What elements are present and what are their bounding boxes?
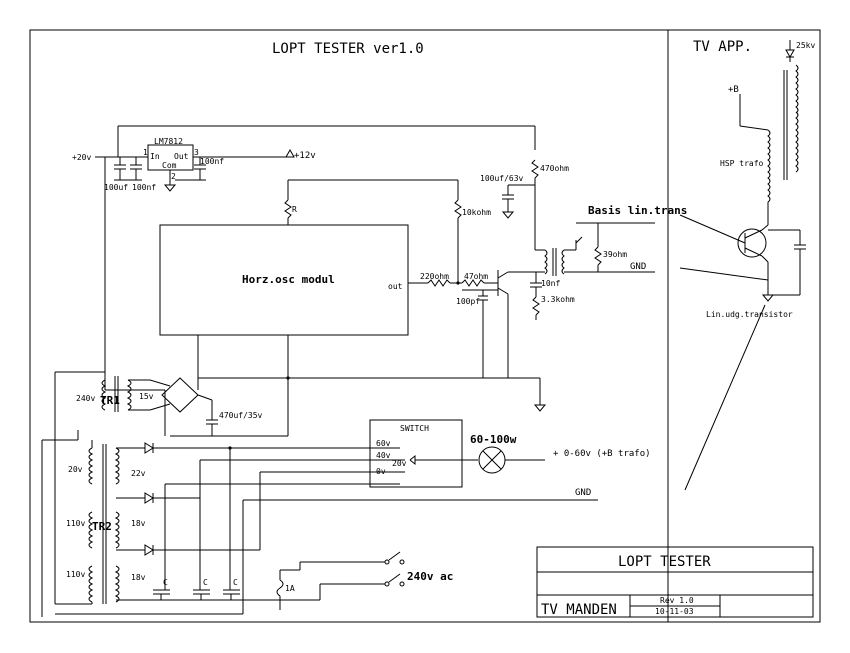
label-basis: Basis lin.trans bbox=[588, 204, 687, 217]
label-lm7812: LM7812 bbox=[154, 137, 183, 146]
main-title: LOPT TESTER ver1.0 bbox=[272, 41, 424, 57]
title-block-name: LOPT TESTER bbox=[618, 554, 711, 570]
label-tr1: TR1 bbox=[100, 394, 120, 407]
plus12-arrow bbox=[285, 148, 295, 158]
transformer-tr2 bbox=[41, 430, 320, 617]
title-block-author: TV MANDEN bbox=[541, 602, 617, 618]
title-block-rev: Rev 1.0 bbox=[660, 596, 694, 605]
label-100uf: 100uf bbox=[104, 183, 128, 192]
label-100uf63: 100uf/63v bbox=[480, 174, 524, 183]
label-c2: C bbox=[203, 578, 208, 587]
switch-lines bbox=[370, 447, 478, 485]
label-gnd2: GND bbox=[575, 488, 591, 498]
label-fuse: 1A bbox=[285, 584, 295, 593]
title-block-date: 10-11-03 bbox=[655, 607, 694, 616]
bridge-rectifier bbox=[149, 377, 213, 436]
horz-osc-module bbox=[159, 224, 409, 336]
label-10k: 10kohm bbox=[462, 208, 491, 217]
supply-12v-net bbox=[284, 179, 462, 283]
label-s60: 60v bbox=[376, 439, 391, 448]
label-out: Out bbox=[174, 152, 189, 161]
label-s40: 40v bbox=[376, 451, 391, 460]
label-240v: 240v bbox=[76, 394, 95, 403]
label-out-supply: + 0-60v (+B trafo) bbox=[553, 449, 651, 459]
label-in: In bbox=[150, 152, 160, 161]
label-pin1: 1 bbox=[143, 148, 148, 157]
label-15v: 15v bbox=[139, 392, 154, 401]
label-18v-b: 18v bbox=[131, 573, 146, 582]
regulator-caps bbox=[114, 157, 206, 181]
label-gnd1: GND bbox=[630, 262, 646, 272]
label-470uf: 470uf/35v bbox=[219, 411, 263, 420]
label-lamp: 60-100w bbox=[470, 433, 517, 446]
label-10nf: 10nf bbox=[541, 279, 560, 288]
label-220: 220ohm bbox=[420, 272, 449, 281]
label-switch: SWITCH bbox=[400, 424, 429, 433]
label-110v-a: 110v bbox=[66, 519, 85, 528]
label-20v: 20v bbox=[68, 465, 83, 474]
driver-transformer bbox=[544, 222, 655, 276]
transformer-tr1 bbox=[54, 371, 150, 604]
module-label: Horz.osc modul bbox=[242, 273, 335, 286]
label-100nf-b: 100nf bbox=[132, 183, 156, 192]
label-com: Com bbox=[162, 161, 177, 170]
title-block bbox=[536, 546, 814, 618]
label-r: R bbox=[292, 205, 297, 214]
label-c3: C bbox=[233, 578, 238, 587]
label-470ohm: 470ohm bbox=[540, 164, 569, 173]
label-25kv: 25kv bbox=[796, 41, 815, 50]
lamp bbox=[478, 446, 545, 474]
label-110v-b: 110v bbox=[66, 570, 85, 579]
selector-wiring bbox=[55, 446, 598, 615]
label-plus20: +20v bbox=[72, 153, 91, 162]
label-18v-a: 18v bbox=[131, 519, 146, 528]
fuse-and-mains bbox=[276, 551, 405, 610]
drive-path bbox=[408, 270, 536, 378]
label-lin-udg: Lin.udg.transistor bbox=[706, 310, 793, 319]
label-100nf-a: 100nf bbox=[200, 157, 224, 166]
ground-rail bbox=[170, 335, 547, 437]
label-hsp: HSP trafo bbox=[720, 159, 764, 168]
label-39: 39ohm bbox=[603, 250, 627, 259]
label-tr2: TR2 bbox=[92, 520, 112, 533]
label-plusb: +B bbox=[728, 85, 739, 95]
label-plus12: +12v bbox=[294, 151, 316, 161]
driver-supply bbox=[501, 159, 545, 320]
tv-app-title: TV APP. bbox=[693, 39, 752, 55]
label-22v: 22v bbox=[131, 469, 146, 478]
label-pin2: 2 bbox=[171, 172, 176, 181]
label-c1: C bbox=[163, 578, 168, 587]
top-rail bbox=[95, 125, 536, 391]
label-ac: 240v ac bbox=[407, 570, 453, 583]
label-3k3: 3.3kohm bbox=[541, 295, 575, 304]
filter-caps bbox=[153, 589, 240, 600]
label-s20: 20v bbox=[392, 459, 407, 468]
module-out-label: out bbox=[388, 282, 403, 291]
switch-box bbox=[369, 419, 463, 488]
frame bbox=[29, 29, 821, 623]
label-47: 47ohm bbox=[464, 272, 488, 281]
label-pin3: 3 bbox=[194, 148, 199, 157]
tv-section bbox=[679, 40, 806, 491]
diodes bbox=[144, 442, 370, 556]
regulator-lm7812 bbox=[147, 144, 194, 192]
label-100pf: 100pf bbox=[456, 297, 480, 306]
